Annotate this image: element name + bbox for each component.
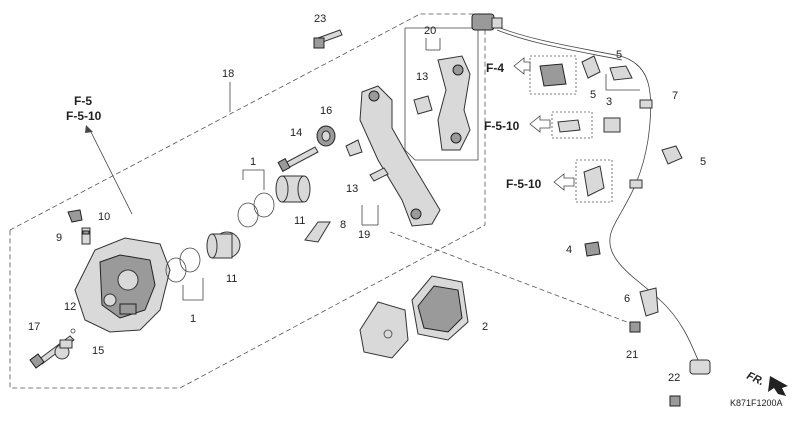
callout-1-upper: 1 — [250, 156, 256, 168]
callout-18: 18 — [222, 68, 234, 80]
bracket-bolt — [313, 29, 343, 49]
lower-piston — [206, 231, 241, 259]
upper-dust-seal — [237, 202, 259, 228]
callout-17: 17 — [28, 321, 40, 333]
upper-piston — [275, 175, 311, 203]
callout-23: 23 — [314, 13, 326, 25]
callout-1-lower: 1 — [190, 313, 196, 325]
callout-11-lower: 11 — [226, 273, 237, 285]
callout-6: 6 — [624, 293, 630, 305]
callout-5-c: 5 — [700, 156, 706, 168]
callout-7: 7 — [672, 90, 678, 102]
callout-9: 9 — [56, 232, 62, 244]
flange-bolt — [54, 339, 73, 360]
bleeder-cap — [67, 209, 83, 223]
caliper-body — [74, 237, 171, 333]
ref-f4: F-4 — [486, 61, 504, 75]
callout-14: 14 — [290, 127, 302, 139]
bracket-group-outline — [404, 27, 479, 161]
lower-piston-seal — [179, 247, 201, 273]
callout-12: 12 — [64, 301, 76, 313]
caliper-assembly-outline — [9, 13, 486, 389]
ref-f510-b: F-5-10 — [506, 177, 542, 191]
callout-10: 10 — [98, 211, 110, 223]
sensor-bolt-b — [669, 395, 681, 407]
ref-f5: F-5 — [74, 94, 92, 108]
harness-clamp-c — [661, 145, 683, 165]
brake-pad-front — [411, 275, 469, 341]
harness-clamp-b — [609, 65, 633, 81]
ref-box-f4 — [529, 55, 577, 95]
callout-13-upper: 13 — [416, 71, 428, 83]
caliper-bracket — [359, 85, 441, 227]
callout-19: 19 — [358, 229, 370, 241]
grommet — [584, 241, 601, 257]
callout-2: 2 — [482, 321, 488, 333]
ref-f510-a: F-5-10 — [484, 119, 520, 133]
bracket-kit — [437, 55, 471, 151]
lower-dust-seal — [165, 257, 187, 283]
callout-20: 20 — [424, 25, 436, 37]
bleeder-screw — [81, 227, 91, 245]
callout-22: 22 — [668, 372, 680, 384]
f510-arrow-b — [553, 173, 575, 191]
pad-retainer — [345, 139, 363, 157]
brake-pad-rear — [359, 301, 409, 359]
callout-8: 8 — [340, 219, 346, 231]
callout-21: 21 — [626, 349, 638, 361]
pin-boot — [316, 125, 336, 147]
callout-16: 16 — [320, 105, 332, 117]
ref-box-f510-a — [551, 111, 593, 139]
callout-15: 15 — [92, 345, 104, 357]
callout-3: 3 — [606, 96, 612, 108]
slide-pin — [277, 146, 319, 172]
front-arrow — [768, 376, 788, 396]
callout-11-upper: 11 — [294, 215, 305, 227]
bracket-retainer — [413, 95, 433, 115]
callout-5-a: 5 — [590, 89, 596, 101]
wheel-speed-sensor-harness — [471, 13, 711, 375]
o-ring-seal — [70, 328, 76, 334]
sensor-bracket — [639, 287, 659, 317]
harness-clamp-a — [581, 55, 601, 79]
sensor-bolt-a — [629, 321, 641, 333]
f510-arrow-a — [529, 115, 551, 133]
front-label: FR. — [745, 370, 766, 388]
upper-piston-seal — [253, 192, 275, 218]
callout-5-b: 5 — [616, 49, 622, 61]
ref-f510-caliper: F-5-10 — [66, 109, 102, 123]
f4-arrow — [513, 57, 531, 75]
drawing-code: K871F1200A — [730, 398, 783, 408]
callout-4: 4 — [566, 244, 572, 256]
callout-13-lower: 13 — [346, 183, 358, 195]
ref-box-f510-b — [575, 159, 613, 203]
clip-3 — [603, 117, 621, 133]
pad-spring — [304, 221, 331, 243]
